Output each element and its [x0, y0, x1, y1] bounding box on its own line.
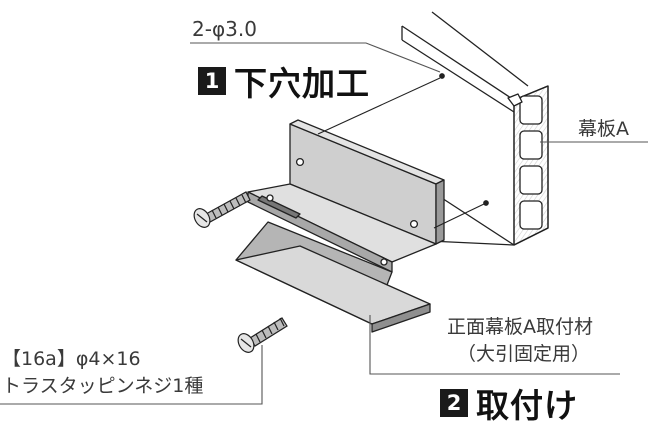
- screw-lower: [237, 317, 288, 353]
- step-1: 1 下穴加工: [198, 57, 370, 105]
- step-2: 2 取付け: [440, 379, 578, 427]
- guide-lines: [317, 77, 485, 229]
- diagram-drawing: [0, 11, 648, 405]
- installation-diagram: 2-φ3.0 1 下穴加工 幕板A 正面幕板A取付材 （大引固定用） 【16a】…: [0, 11, 648, 425]
- step-number: 1: [198, 67, 226, 95]
- pilot-hole: [439, 73, 445, 79]
- screw-label-line1: 【16a】φ4×16: [2, 348, 141, 370]
- step-title: 取付け: [476, 386, 578, 425]
- screw-label-line2: トラスタッピンネジ1種: [2, 375, 204, 397]
- panel-a-label: 幕板A: [578, 118, 629, 140]
- leader-lines: [0, 42, 648, 405]
- step-number: 2: [440, 389, 468, 417]
- mounting-bracket: [235, 119, 445, 333]
- bracket-label-line2: （大引固定用）: [457, 343, 591, 365]
- step-title: 下穴加工: [234, 64, 370, 103]
- pilot-hole: [483, 200, 489, 206]
- bracket-label-line1: 正面幕板A取付材: [447, 316, 593, 338]
- hole-spec-label: 2-φ3.0: [192, 17, 257, 41]
- screw-upper: [193, 191, 251, 228]
